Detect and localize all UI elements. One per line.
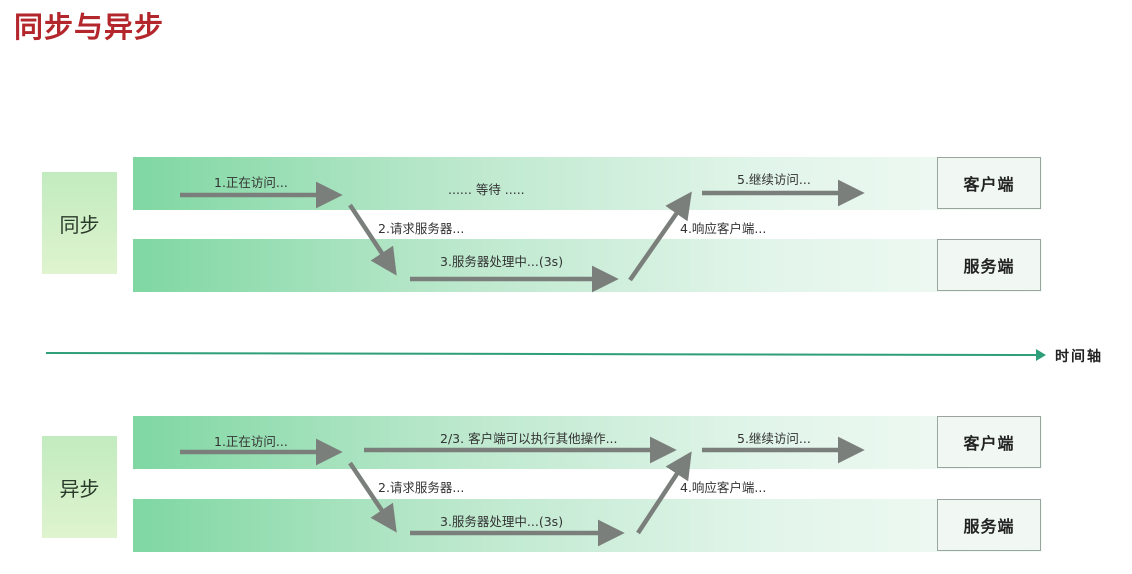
sync-client-lane — [133, 157, 1042, 210]
sync-waiting-label: ...... 等待 ..... — [448, 182, 525, 197]
sync-client-label: 客户端 — [963, 175, 1015, 194]
async-label: 异步 — [59, 476, 100, 501]
async-step23-label: 2/3. 客户端可以执行其他操作... — [440, 431, 618, 446]
async-server-lane — [133, 499, 1042, 552]
sync-client-box: 客户端 — [937, 157, 1041, 209]
async-label-box: 异步 — [42, 436, 117, 538]
sync-server-box: 服务端 — [937, 239, 1041, 291]
sync-server-lane — [133, 239, 1042, 292]
async-server-label: 服务端 — [963, 517, 1015, 536]
sync-arrow-step2 — [348, 203, 397, 276]
sync-step2-label: 2.请求服务器... — [378, 221, 465, 236]
async-step4-label: 4.响应客户端... — [680, 480, 767, 495]
sync-arrow-step4 — [628, 191, 692, 282]
sync-label: 同步 — [59, 212, 100, 237]
async-arrow-step4 — [636, 451, 692, 535]
async-arrow-step2 — [348, 461, 397, 533]
time-axis-line — [45, 352, 1037, 356]
async-step3-label: 3.服务器处理中...(3s) — [440, 514, 564, 529]
async-step1-label: 1.正在访问... — [214, 434, 288, 449]
async-client-label: 客户端 — [963, 434, 1015, 453]
async-server-box: 服务端 — [937, 499, 1041, 551]
async-client-lane — [133, 416, 1042, 469]
sync-server-label: 服务端 — [963, 257, 1015, 276]
sync-step5-label: 5.继续访问... — [737, 172, 811, 187]
time-axis-label: 时间轴 — [1055, 349, 1103, 365]
sync-step3-label: 3.服务器处理中...(3s) — [440, 254, 564, 269]
async-client-box: 客户端 — [937, 416, 1041, 468]
async-step5-label: 5.继续访问... — [737, 431, 811, 446]
async-step2-label: 2.请求服务器... — [378, 480, 465, 495]
sync-step4-label: 4.响应客户端... — [680, 221, 767, 236]
page-title: 同步与异步 — [14, 10, 165, 44]
sync-label-box: 同步 — [42, 172, 117, 274]
time-axis-arrowhead — [1036, 349, 1046, 361]
sync-step1-label: 1.正在访问... — [214, 175, 288, 190]
